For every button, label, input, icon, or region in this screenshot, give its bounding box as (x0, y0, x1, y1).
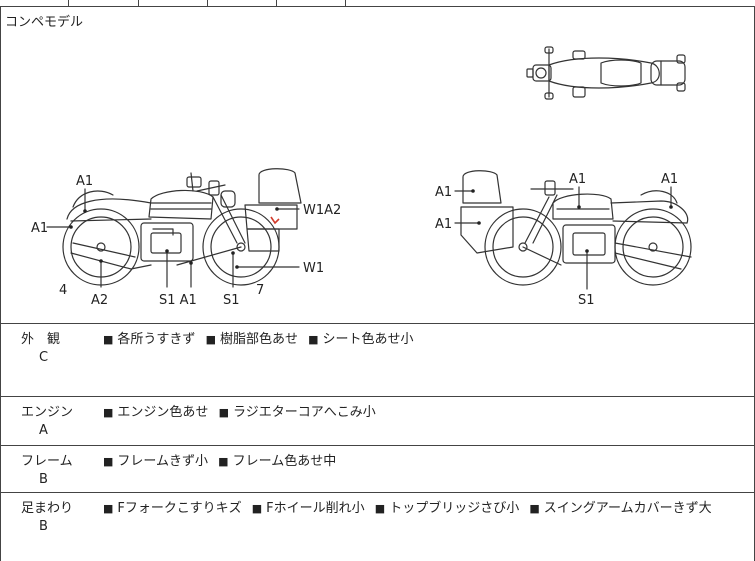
bullet-icon: ■ (205, 333, 216, 346)
condition-rows: 外 観 C ■各所うすきず ■樹脂部色あせ ■シート色あせ小 エンジン A ■エ… (0, 324, 755, 561)
row-items: ■エンジン色あせ ■ラジエターコアへこみ小 (103, 401, 382, 420)
strip-divider (68, 0, 69, 7)
list-item: スイングアームカバーきず大 (543, 501, 712, 516)
strip-divider (276, 0, 277, 7)
left-leader-lines (46, 188, 300, 288)
row-items: ■各所うすきず ■樹脂部色あせ ■シート色あせ小 (103, 328, 420, 347)
bullet-icon: ■ (251, 502, 263, 515)
bullet-icon: ■ (308, 333, 319, 346)
row-category: 足まわり (21, 501, 74, 516)
row-category: 外 観 (21, 332, 61, 347)
strip-divider (345, 0, 346, 7)
diagram-title: コンペモデル (5, 15, 84, 30)
label-a2: A2 (91, 293, 108, 308)
label-a1-tank: A1 (569, 172, 586, 187)
row-category: フレーム (21, 454, 73, 469)
bullet-icon: ■ (218, 406, 229, 419)
bullet-icon: ■ (218, 455, 229, 468)
damage-point-dots (69, 189, 673, 269)
row-frame: フレーム B ■フレームきず小 ■フレーム色あせ中 (0, 446, 755, 493)
list-item: トップブリッジさび小 (389, 501, 520, 516)
top-table-strip (0, 0, 755, 7)
bullet-icon: ■ (103, 455, 114, 468)
label-7: 7 (256, 283, 264, 298)
right-leader-lines (454, 186, 672, 290)
damage-diagram-panel: コンペモデル (0, 7, 755, 324)
row-exterior: 外 観 C ■各所うすきず ■樹脂部色あせ ■シート色あせ小 (0, 324, 755, 397)
list-item: フレーム色あせ中 (232, 454, 337, 469)
list-item: フレームきず小 (117, 454, 209, 469)
bullet-icon: ■ (103, 333, 114, 346)
list-item: シート色あせ小 (322, 332, 414, 347)
label-w1a2: W1A2 (303, 203, 341, 218)
list-item: Fフォークこすりキズ (117, 501, 242, 516)
row-suspension: 足まわり B ■Fフォークこすりキズ ■Fホイール削れ小 ■トップブリッジさび小… (0, 493, 755, 561)
bullet-icon: ■ (103, 502, 114, 515)
label-s1-right: S1 (578, 293, 595, 308)
strip-divider (207, 0, 208, 7)
motorcycle-diagram: A1 A1 W1A2 W1 4 A2 S1 A1 S1 7 A1 A1 A1 A… (31, 46, 692, 308)
motorcycle-right-side-view (460, 170, 692, 286)
bullet-icon: ■ (103, 406, 114, 419)
label-s1: S1 (223, 293, 240, 308)
row-engine: エンジン A ■エンジン色あせ ■ラジエターコアへこみ小 (0, 397, 755, 446)
label-s1a1: S1 A1 (159, 293, 197, 308)
label-w1: W1 (303, 261, 324, 276)
motorcycle-top-view (526, 46, 686, 100)
list-item: Fホイール削れ小 (266, 501, 365, 516)
row-grade: B (39, 472, 48, 487)
damage-mark-icon (270, 216, 280, 225)
row-grade: C (39, 350, 49, 365)
list-item: ラジエターコアへこみ小 (232, 405, 376, 420)
label-a1-top: A1 (76, 174, 93, 189)
list-item: 各所うすきず (117, 332, 196, 347)
row-items: ■フレームきず小 ■フレーム色あせ中 (103, 450, 342, 469)
label-4: 4 (59, 283, 67, 298)
row-grade: A (39, 423, 48, 438)
row-category: エンジン (21, 405, 74, 420)
label-a1-box-top: A1 (435, 185, 452, 200)
strip-divider (138, 0, 139, 7)
list-item: エンジン色あせ (117, 405, 209, 420)
list-item: 樹脂部色あせ (219, 332, 298, 347)
label-a1-side: A1 (31, 221, 48, 236)
label-a1-seat: A1 (661, 172, 678, 187)
motorcycle-left-side-view (62, 168, 302, 286)
row-items: ■Fフォークこすりキズ ■Fホイール削れ小 ■トップブリッジさび小 ■スイングア… (103, 497, 718, 516)
bullet-icon: ■ (529, 502, 540, 515)
row-grade: B (39, 519, 48, 534)
label-a1-box-bottom: A1 (435, 217, 452, 232)
bullet-icon: ■ (374, 502, 386, 515)
